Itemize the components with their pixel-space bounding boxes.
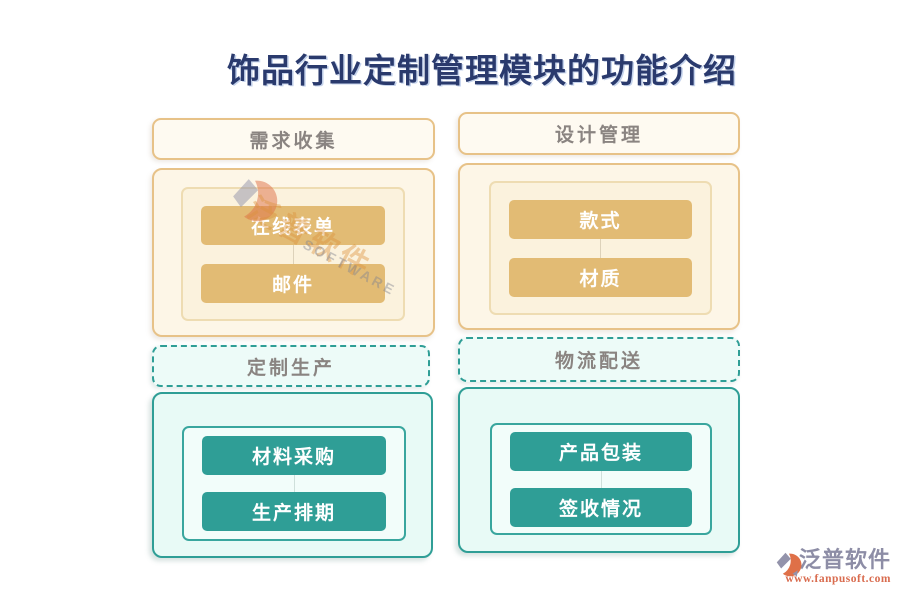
section-header-logistics: 物流配送: [458, 337, 740, 382]
node-style: 款式: [509, 199, 692, 239]
node-group-logistics: 产品包装 签收情况: [490, 423, 712, 535]
node-group-requirements: 在线表单 邮件: [181, 187, 405, 321]
node-group-design: 款式 材质: [489, 181, 712, 315]
connector-line: [293, 475, 295, 492]
section-body-logistics: 产品包装 签收情况: [458, 387, 740, 553]
section-header-design-label: 设计管理: [554, 125, 643, 146]
section-header-design: 设计管理: [458, 112, 740, 155]
node-material-purchase: 材料采购: [202, 436, 386, 475]
section-header-production: 定制生产: [152, 345, 430, 387]
section-header-requirements: 需求收集: [152, 118, 435, 160]
section-body-requirements: 在线表单 邮件: [152, 168, 435, 337]
node-group-production: 材料采购 生产排期: [182, 426, 406, 541]
brand-name: 泛普软件: [798, 547, 891, 572]
node-product-packaging: 产品包装: [510, 431, 692, 471]
section-header-requirements-label: 需求收集: [249, 130, 338, 152]
section-body-production: 材料采购 生产排期: [152, 392, 433, 558]
connector-line: [292, 244, 294, 264]
node-email: 邮件: [201, 263, 385, 303]
section-header-production-label: 定制生产: [246, 357, 335, 379]
connector-line: [600, 238, 601, 258]
node-online-form: 在线表单: [201, 205, 385, 245]
section-body-design: 款式 材质: [458, 163, 740, 330]
brand-logo: 泛普软件 www.fanpusoft.com: [775, 549, 891, 586]
section-header-logistics-label: 物流配送: [554, 351, 643, 372]
fanpu-logo-icon: [776, 552, 802, 577]
node-receipt-status: 签收情况: [510, 487, 692, 527]
page-title: 饰品行业定制管理模块的功能介绍: [227, 54, 737, 90]
brand-url: www.fanpusoft.com: [785, 573, 891, 585]
node-material: 材质: [509, 257, 692, 297]
node-production-schedule: 生产排期: [202, 492, 386, 531]
connector-line: [600, 470, 602, 488]
